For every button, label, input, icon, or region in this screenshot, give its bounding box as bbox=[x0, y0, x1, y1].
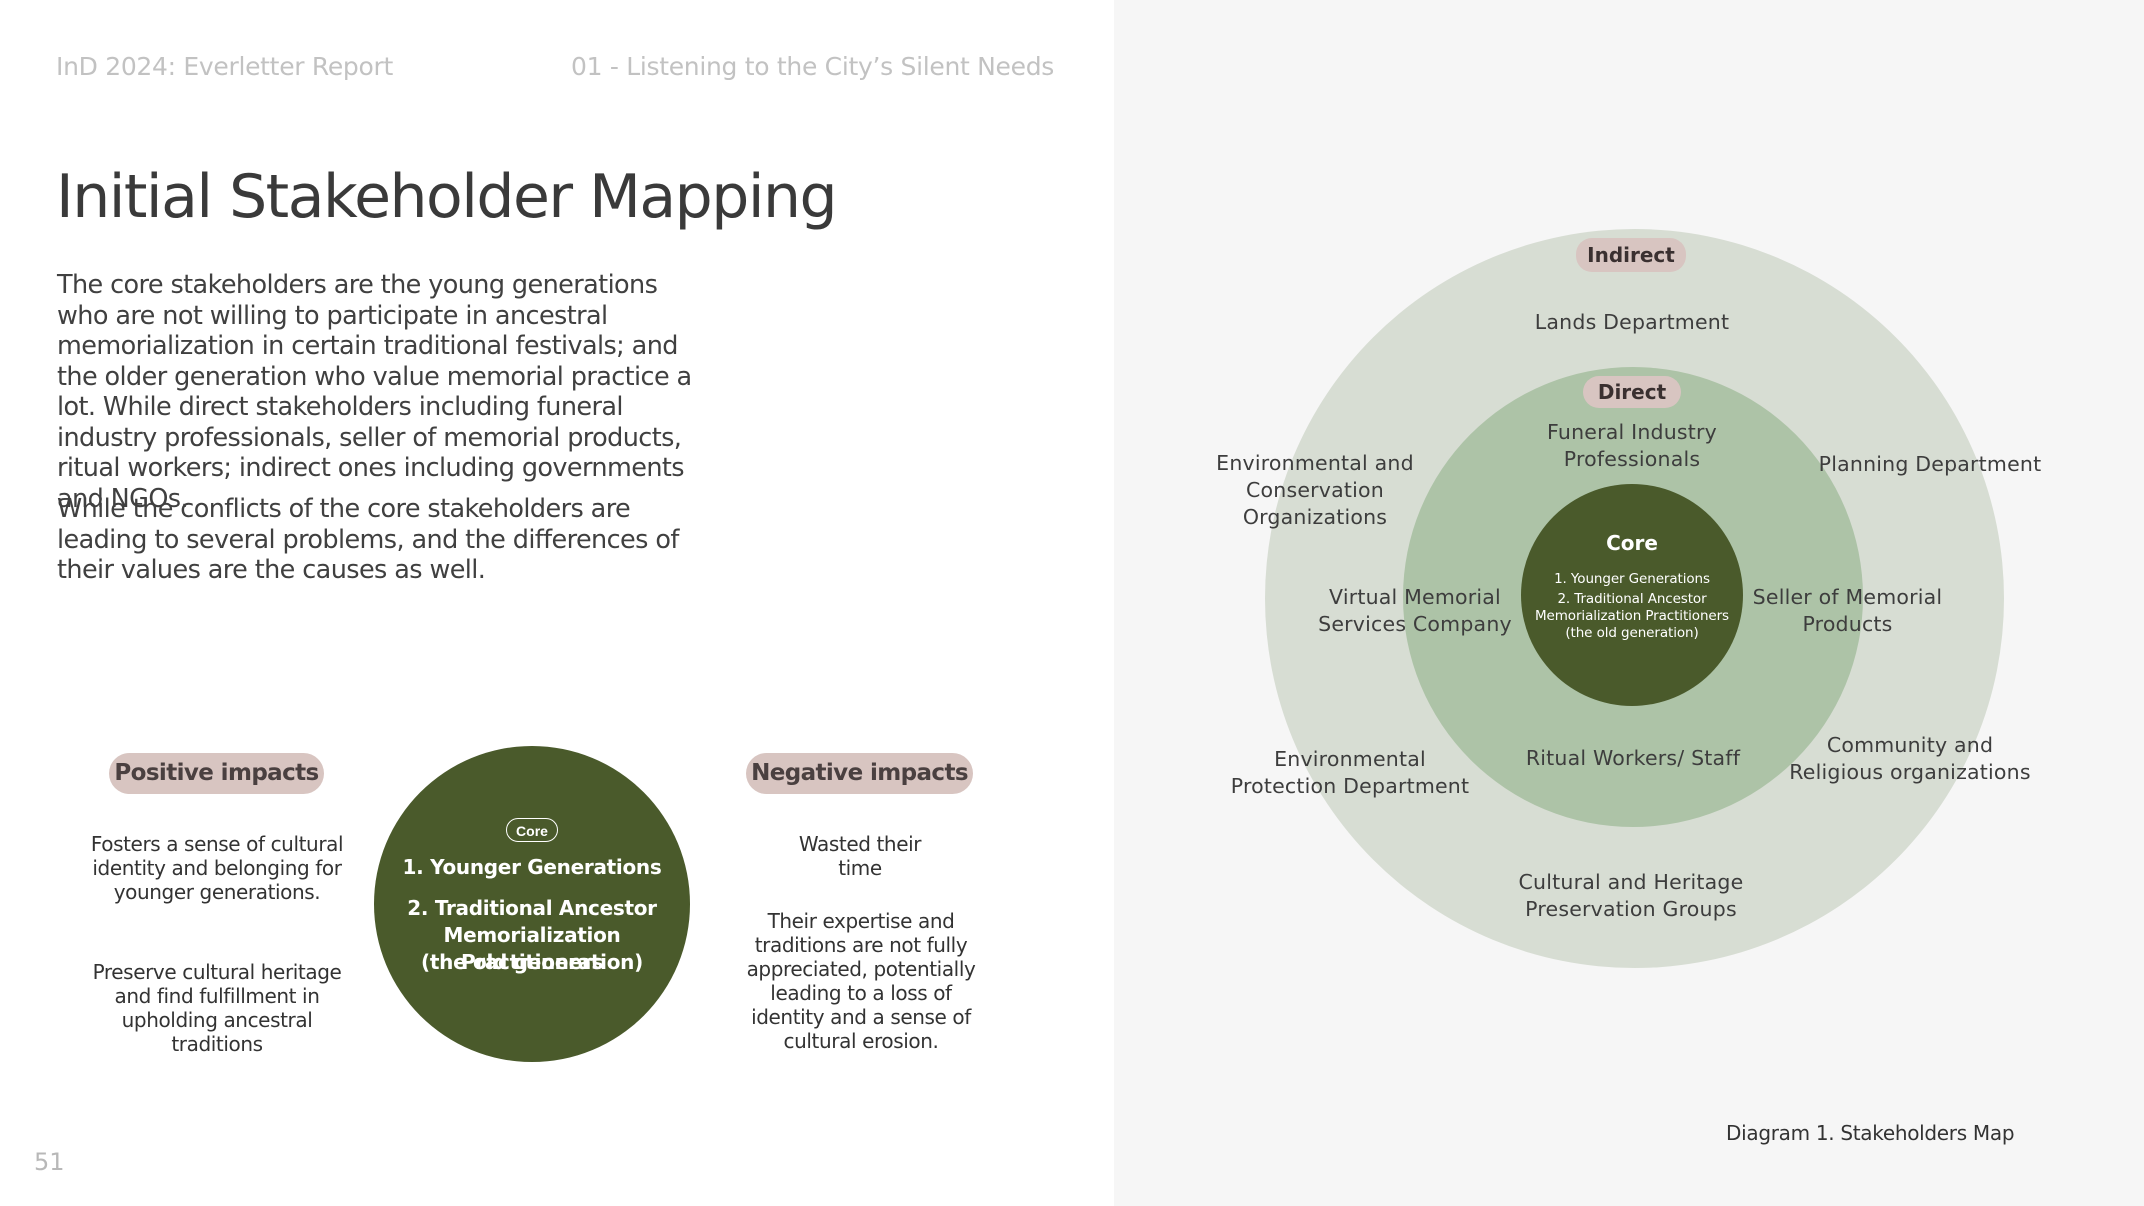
core-circle: Core 1. Younger Generations 2. Tradition… bbox=[374, 746, 690, 1062]
diagram-core-title: Core bbox=[1606, 531, 1658, 555]
diagram-core-item: 2. Traditional Ancestor bbox=[1557, 591, 1707, 607]
negative-impact-item: Wasted their time bbox=[798, 832, 922, 880]
core-line: Memorialization Practitioners bbox=[443, 923, 621, 974]
page-title: Initial Stakeholder Mapping bbox=[56, 162, 838, 232]
core-line: (the old generation) bbox=[421, 950, 643, 974]
stakeholder-virtual-memorial: Virtual Memorial Services Company bbox=[1318, 585, 1512, 636]
negative-impact-item: Their expertise and traditions are not f… bbox=[746, 909, 976, 1053]
diagram-core-item: Memorialization Practitioners bbox=[1535, 608, 1729, 624]
intro-paragraph: The core stakeholders are the young gene… bbox=[57, 270, 692, 514]
stakeholder-heritage-groups: Cultural and Heritage Preservation Group… bbox=[1518, 870, 1744, 921]
conflict-paragraph: While the conflicts of the core stakehol… bbox=[57, 494, 679, 585]
core-ring bbox=[1521, 484, 1743, 706]
direct-label: Direct bbox=[1583, 376, 1681, 408]
positive-impact-item: Fosters a sense of cultural identity and… bbox=[90, 832, 344, 904]
stakeholder-ritual-workers: Ritual Workers/ Staff bbox=[1525, 746, 1741, 770]
stakeholder-community-religious: Community and Religious organizations bbox=[1789, 733, 2031, 784]
diagram-core-item: (the old generation) bbox=[1565, 625, 1699, 641]
page-number: 51 bbox=[34, 1148, 65, 1176]
section-title: 01 - Listening to the City’s Silent Need… bbox=[571, 52, 1054, 81]
diagram-core-item: 1. Younger Generations bbox=[1554, 571, 1710, 587]
diagram-caption: Diagram 1. Stakeholders Map bbox=[1726, 1121, 2015, 1145]
stakeholder-memorial-seller: Seller of Memorial Products bbox=[1752, 585, 1943, 636]
stakeholder-env-protection: Environmental Protection Department bbox=[1230, 747, 1470, 798]
indirect-label: Indirect bbox=[1576, 238, 1686, 272]
negative-impacts-label: Negative impacts bbox=[746, 753, 973, 794]
positive-impact-item: Preserve cultural heritage and find fulf… bbox=[92, 960, 342, 1056]
stakeholder-lands-department: Lands Department bbox=[1534, 310, 1730, 334]
stakeholder-env-conservation: Environmental and Conservation Organizat… bbox=[1216, 451, 1414, 529]
positive-impacts-label: Positive impacts bbox=[109, 753, 324, 794]
stakeholder-funeral-professionals: Funeral Industry Professionals bbox=[1547, 420, 1717, 471]
core-line: 1. Younger Generations bbox=[402, 855, 662, 879]
core-tag: Core bbox=[506, 818, 558, 842]
report-title: InD 2024: Everletter Report bbox=[56, 52, 393, 81]
core-line: 2. Traditional Ancestor bbox=[407, 896, 657, 920]
stakeholder-planning-department: Planning Department bbox=[1818, 452, 2042, 476]
